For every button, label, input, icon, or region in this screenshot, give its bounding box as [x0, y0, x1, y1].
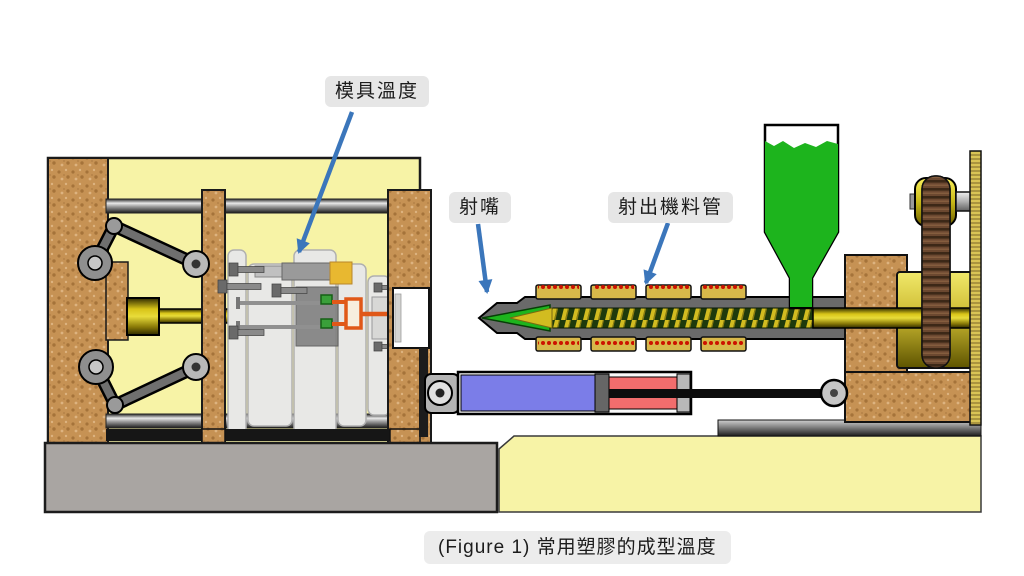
label-mold-temperature: 模具溫度	[325, 76, 430, 107]
clamping-unit	[46, 156, 432, 447]
melt-runner	[332, 297, 388, 330]
drive-assembly	[812, 150, 982, 426]
clamp-bottom-rail	[106, 429, 420, 441]
injection-unit	[477, 123, 982, 426]
ballscrew-column	[969, 150, 982, 426]
heater-bands	[535, 284, 747, 352]
tie-bar-top	[105, 198, 421, 214]
nozzle-arrow	[475, 223, 493, 294]
injection-cylinder	[424, 370, 849, 416]
cylinder-cap-side	[460, 374, 596, 412]
toggle-mechanism	[77, 217, 210, 414]
injection-base-platform	[498, 435, 982, 513]
gate-top	[320, 294, 333, 305]
label-injection-barrel: 射出機料管	[608, 192, 734, 223]
piston	[594, 373, 610, 413]
mold-temp-arrow	[296, 111, 355, 254]
screw-tip	[509, 307, 553, 329]
callout-arrows	[296, 111, 671, 294]
clamp-base-block	[43, 441, 499, 514]
barrel-arrow	[643, 222, 671, 285]
hopper-pellets	[765, 141, 838, 307]
moving-platen	[201, 189, 226, 444]
mold-assembly	[217, 249, 399, 439]
ejector-pins	[239, 301, 322, 329]
screw-shank	[812, 307, 980, 329]
rear-platen	[47, 157, 109, 446]
label-nozzle: 射嘴	[449, 192, 512, 223]
gate-bottom	[320, 318, 333, 329]
piston-rod	[609, 389, 835, 398]
clamp-ram-cylinder	[126, 297, 160, 336]
hopper	[763, 123, 840, 310]
figure-caption: (Figure 1) 常用塑膠的成型溫度	[424, 531, 731, 564]
screw-flights	[539, 307, 815, 329]
sprue-bushing-bar	[281, 262, 331, 281]
mold-insert-yellow	[329, 261, 353, 285]
drive-support-base	[844, 371, 981, 423]
platen-edge-shadow	[419, 348, 428, 437]
